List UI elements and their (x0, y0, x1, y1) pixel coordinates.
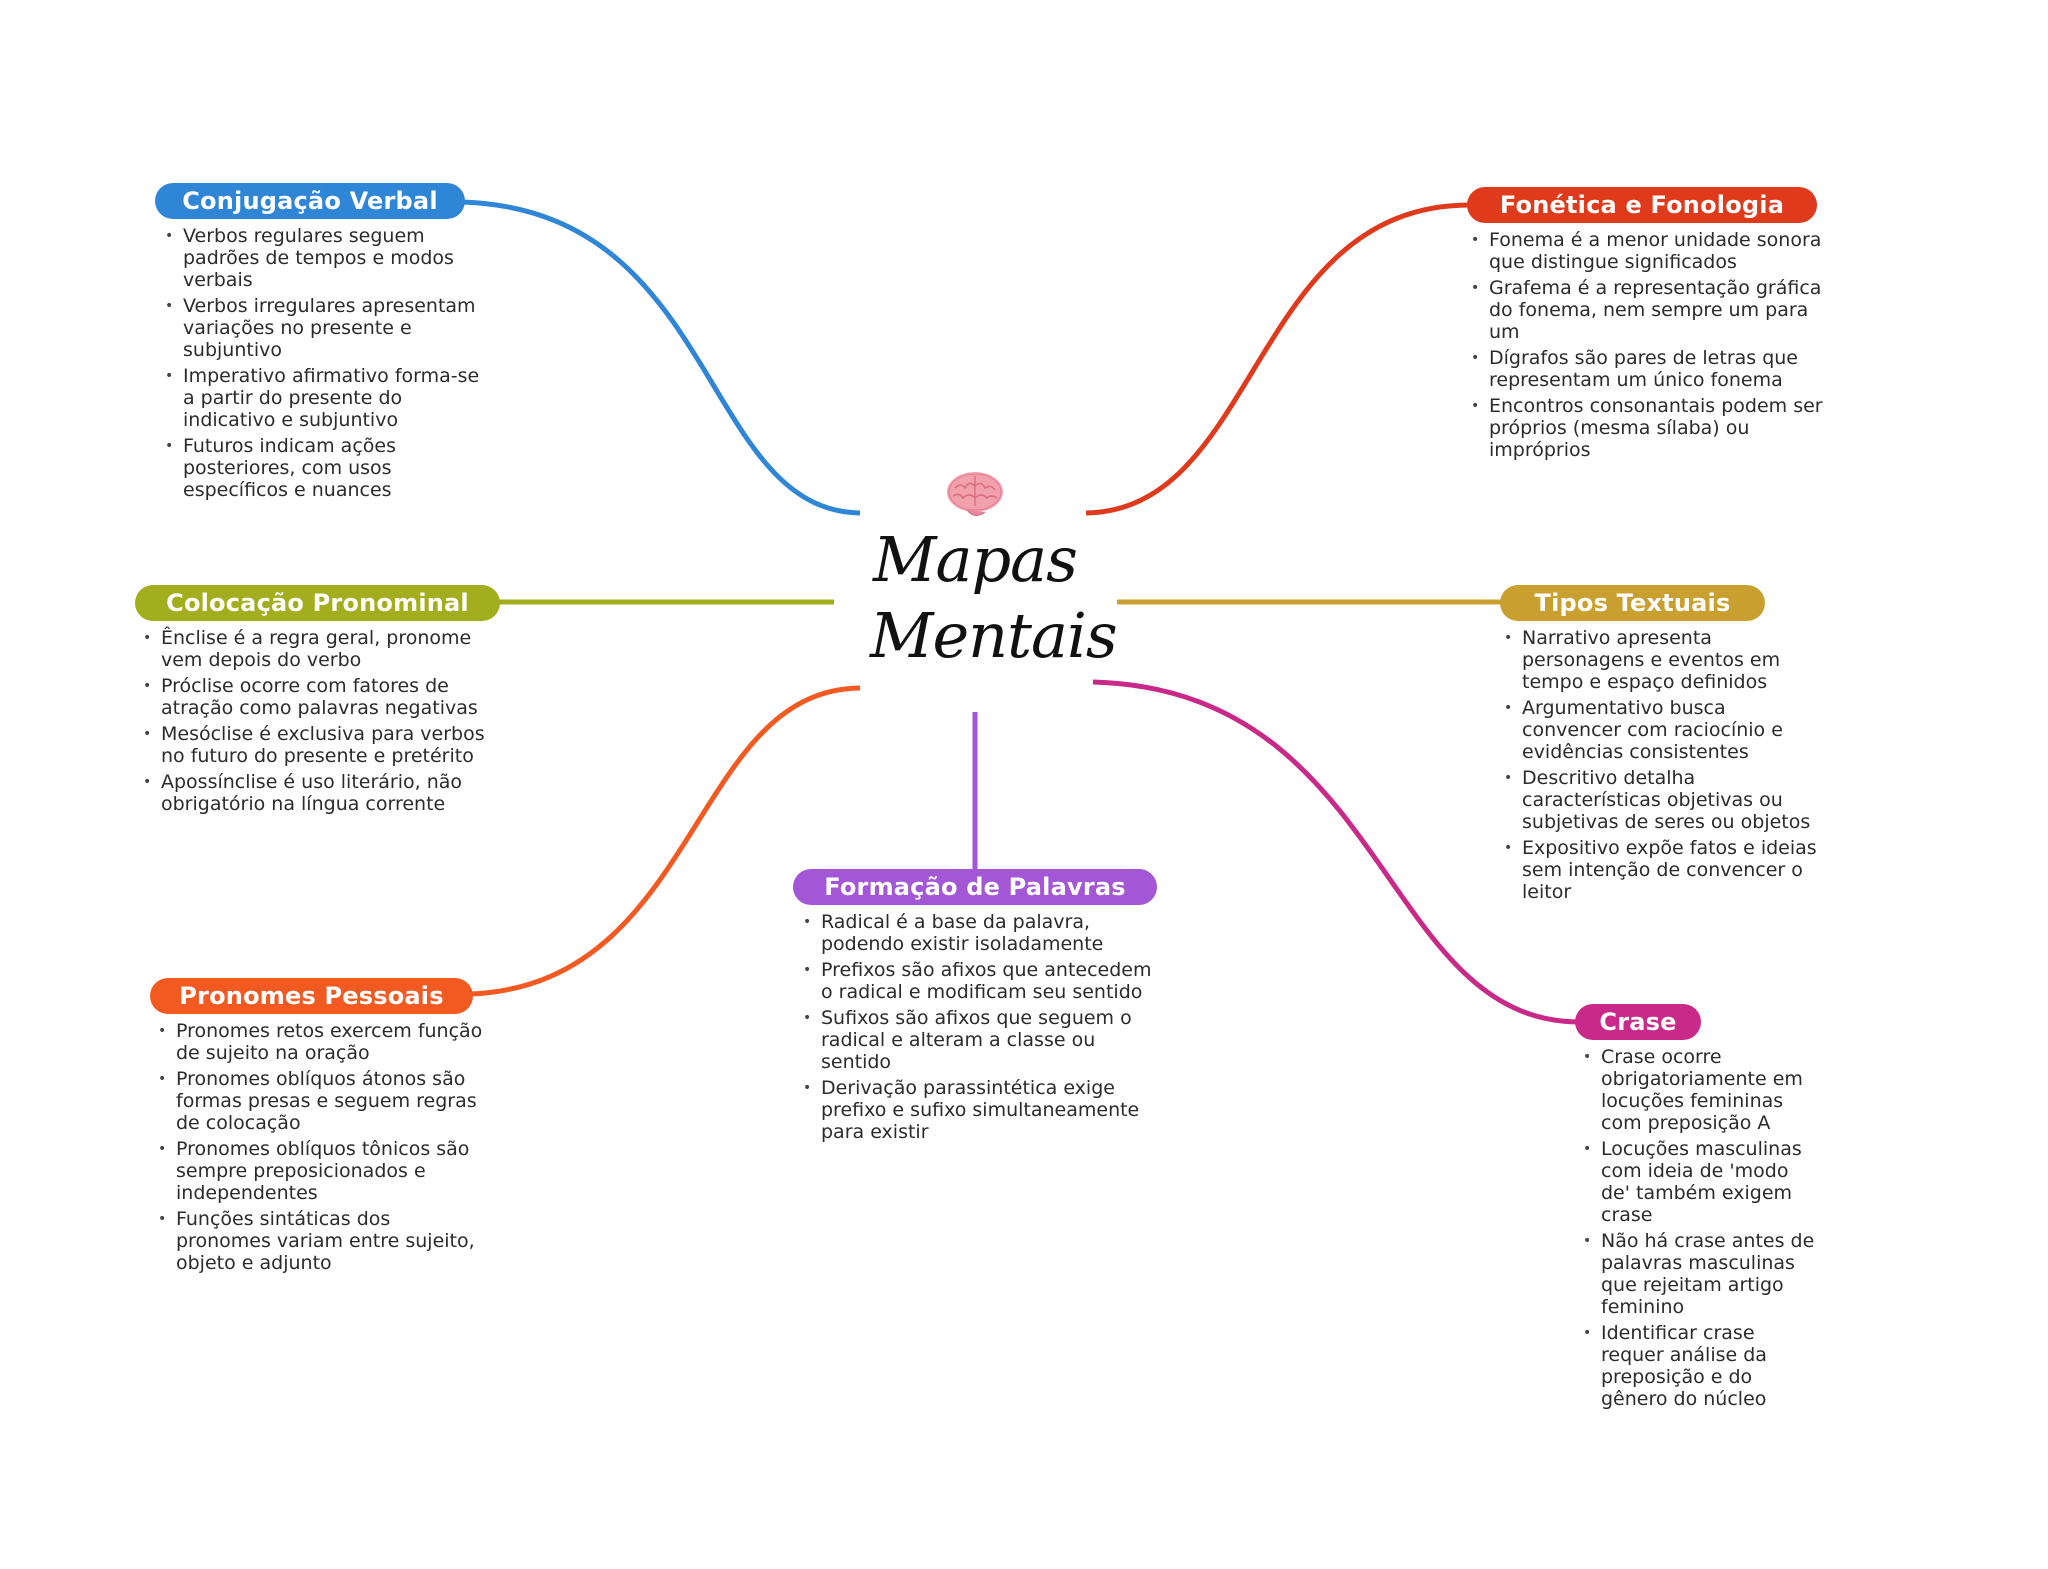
note-item: Crase ocorre obrigatoriamente em locuçõe… (1579, 1046, 1815, 1134)
connector-conjugacao-verbal (461, 199, 861, 516)
note-item: Próclise ocorre com fatores de atração c… (139, 675, 500, 719)
topic-pill-formacao-palavras[interactable]: Formação de Palavras (793, 869, 1157, 905)
connector-crase (1092, 679, 1581, 1025)
branch-formacao-palavras: Formação de Palavras Radical é a base da… (793, 869, 1158, 1147)
brain-icon (947, 472, 1003, 516)
topic-pill-crase[interactable]: Crase (1575, 1004, 1701, 1040)
note-item: Grafema é a representação gráfica do fon… (1467, 277, 1827, 343)
topic-pill-tipos-textuais[interactable]: Tipos Textuais (1500, 585, 1765, 621)
topic-notes-conjugacao-verbal: Verbos regulares seguem padrões de tempo… (161, 225, 495, 501)
note-item: Narrativo apresenta personagens e evento… (1500, 627, 1820, 693)
branch-fonetica-fonologia: Fonética e Fonologia Fonema é a menor un… (1467, 187, 1827, 465)
topic-pill-colocacao-pronominal[interactable]: Colocação Pronominal (135, 585, 500, 621)
note-item: Encontros consonantais podem ser próprio… (1467, 395, 1827, 461)
topic-notes-colocacao-pronominal: Ênclise é a regra geral, pronome vem dep… (139, 627, 500, 815)
note-item: Locuções masculinas com ideia de 'modo d… (1579, 1138, 1815, 1226)
note-item: Imperativo afirmativo forma-se a partir … (161, 365, 495, 431)
topic-notes-crase: Crase ocorre obrigatoriamente em locuçõe… (1579, 1046, 1815, 1410)
note-item: Fonema é a menor unidade sonora que dist… (1467, 229, 1827, 273)
topic-notes-formacao-palavras: Radical é a base da palavra, podendo exi… (799, 911, 1158, 1143)
note-item: Argumentativo busca convencer com racioc… (1500, 697, 1820, 763)
note-item: Prefixos são afixos que antecedem o radi… (799, 959, 1158, 1003)
connector-pronomes-pessoais (469, 685, 861, 997)
note-item: Pronomes oblíquos tônicos são sempre pre… (154, 1138, 490, 1204)
note-item: Verbos irregulares apresentam variações … (161, 295, 495, 361)
note-item: Pronomes oblíquos átonos são formas pres… (154, 1068, 490, 1134)
branch-colocacao-pronominal: Colocação Pronominal Ênclise é a regra g… (135, 585, 500, 819)
note-item: Mesóclise é exclusiva para verbos no fut… (139, 723, 500, 767)
note-item: Não há crase antes de palavras masculina… (1579, 1230, 1815, 1318)
branch-pronomes-pessoais: Pronomes Pessoais Pronomes retos exercem… (150, 978, 490, 1278)
connector-fonetica-fonologia (1085, 202, 1471, 516)
note-item: Verbos regulares seguem padrões de tempo… (161, 225, 495, 291)
note-item: Sufixos são afixos que seguem o radical … (799, 1007, 1158, 1073)
topic-pill-fonetica-fonologia[interactable]: Fonética e Fonologia (1467, 187, 1817, 223)
branch-crase: Crase Crase ocorre obrigatoriamente em l… (1575, 1004, 1815, 1414)
note-item: Derivação parassintética exige prefixo e… (799, 1077, 1158, 1143)
note-item: Radical é a base da palavra, podendo exi… (799, 911, 1158, 955)
topic-notes-pronomes-pessoais: Pronomes retos exercem função de sujeito… (154, 1020, 490, 1274)
branch-conjugacao-verbal: Conjugação Verbal Verbos regulares segue… (155, 183, 495, 505)
topic-notes-tipos-textuais: Narrativo apresenta personagens e evento… (1500, 627, 1820, 903)
topic-pill-pronomes-pessoais[interactable]: Pronomes Pessoais (150, 978, 473, 1014)
topic-pill-conjugacao-verbal[interactable]: Conjugação Verbal (155, 183, 465, 219)
note-item: Dígrafos são pares de letras que represe… (1467, 347, 1827, 391)
note-item: Futuros indicam ações posteriores, com u… (161, 435, 495, 501)
branch-tipos-textuais: Tipos Textuais Narrativo apresenta perso… (1500, 585, 1820, 907)
topic-notes-fonetica-fonologia: Fonema é a menor unidade sonora que dist… (1467, 229, 1827, 461)
central-topic[interactable]: Mapas Mentais (870, 470, 1118, 674)
central-title-line-2: Mentais (870, 599, 1118, 672)
note-item: Identificar crase requer análise da prep… (1579, 1322, 1815, 1410)
note-item: Descritivo detalha características objet… (1500, 767, 1820, 833)
note-item: Ênclise é a regra geral, pronome vem dep… (139, 627, 500, 671)
note-item: Expositivo expõe fatos e ideias sem inte… (1500, 837, 1820, 903)
note-item: Pronomes retos exercem função de sujeito… (154, 1020, 490, 1064)
central-title-line-1: Mapas (873, 523, 1078, 596)
note-item: Apossínclise é uso literário, não obriga… (139, 771, 500, 815)
note-item: Funções sintáticas dos pronomes variam e… (154, 1208, 490, 1274)
